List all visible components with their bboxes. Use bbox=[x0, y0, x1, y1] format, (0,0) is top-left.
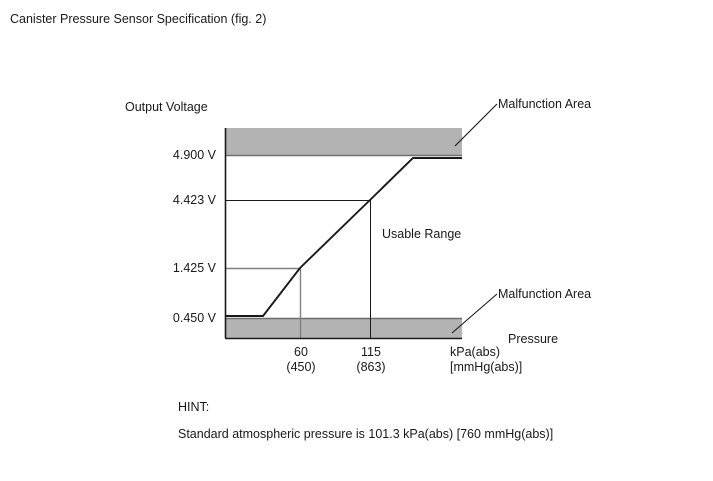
hint-label: HINT: bbox=[178, 400, 210, 414]
x-tick-label-115: 115 bbox=[361, 345, 381, 359]
sensor-output-curve bbox=[225, 157, 462, 317]
x-tick-alt-label-60: (450) bbox=[286, 360, 316, 374]
malfunction-area-bottom-label: Malfunction Area bbox=[498, 287, 592, 301]
malfunction-area-top-label: Malfunction Area bbox=[498, 97, 592, 111]
x-axis-title: Pressure bbox=[508, 332, 559, 346]
x-tick-alt-label-115: (863) bbox=[356, 360, 386, 374]
y-tick-label-4900: 4.900 V bbox=[172, 148, 216, 162]
usable-range-label: Usable Range bbox=[382, 227, 462, 241]
y-axis-title: Output Voltage bbox=[125, 100, 208, 114]
leader-line-malfunction-top bbox=[454, 103, 498, 147]
upper-malfunction-band bbox=[225, 128, 462, 155]
lower-malfunction-band bbox=[225, 318, 462, 338]
x-axis-units-kpa: kPa(abs) bbox=[450, 345, 501, 359]
x-axis-units-mmhg: [mmHg(abs)] bbox=[450, 360, 523, 374]
leader-line-malfunction-bottom bbox=[451, 293, 498, 334]
y-tick-label-1425: 1.425 V bbox=[172, 261, 216, 275]
page-title: Canister Pressure Sensor Specification (… bbox=[10, 12, 267, 26]
hint-text: Standard atmospheric pressure is 101.3 k… bbox=[178, 427, 554, 441]
y-tick-label-4423: 4.423 V bbox=[172, 193, 216, 207]
y-tick-label-0450: 0.450 V bbox=[172, 311, 216, 325]
x-tick-label-60: 60 bbox=[294, 345, 308, 359]
